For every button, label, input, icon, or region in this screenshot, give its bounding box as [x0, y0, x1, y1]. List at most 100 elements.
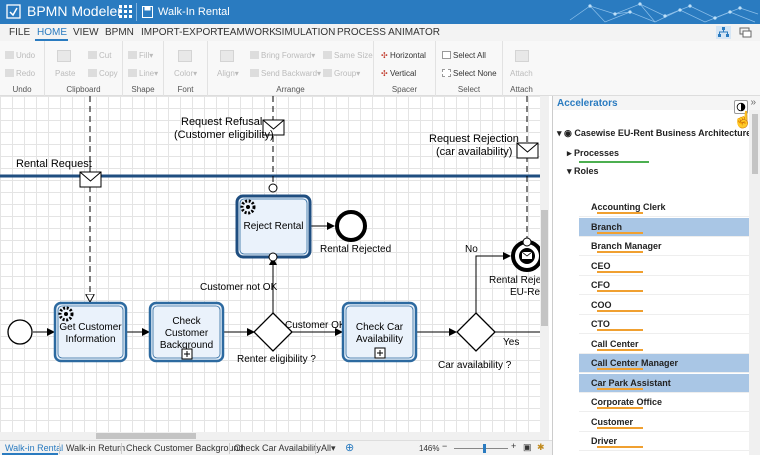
- tree-root[interactable]: ▾ ◉ Casewise EU-Rent Business Architectu…: [557, 128, 749, 138]
- tree-role-item[interactable]: Accounting Clerk: [579, 198, 749, 217]
- accelerators-scrollbar[interactable]: [749, 110, 760, 455]
- attach-button[interactable]: Attach: [510, 69, 533, 78]
- document-icon: [142, 6, 153, 18]
- tab-import-export[interactable]: IMPORT-EXPORT: [141, 27, 224, 38]
- tab-process-animator[interactable]: PROCESS ANIMATOR: [337, 27, 440, 38]
- tree-role-item[interactable]: Financial Director: [579, 452, 749, 455]
- tab-walk-in-rental[interactable]: Walk-in Rental: [5, 443, 64, 453]
- selection-handle[interactable]: [522, 237, 532, 247]
- expand-subprocess-icon[interactable]: [374, 347, 386, 359]
- gateway-renter-eligibility[interactable]: [253, 312, 293, 352]
- tab-home[interactable]: HOME: [37, 27, 67, 38]
- line-button[interactable]: Line▾: [128, 69, 158, 78]
- bpmn-diagram: Rental Request Request Refusal (Customer…: [0, 96, 540, 371]
- zoom-in-icon[interactable]: +: [511, 441, 517, 451]
- selection-handle[interactable]: [268, 183, 278, 193]
- start-event[interactable]: [7, 319, 33, 345]
- hierarchy-icon[interactable]: [716, 26, 731, 39]
- redo-button[interactable]: Redo: [5, 69, 35, 78]
- tree-role-item[interactable]: Customer: [579, 413, 749, 432]
- role-label: Corporate Office: [591, 397, 663, 407]
- tree-role-item[interactable]: Corporate Office: [579, 393, 749, 412]
- attach-icon: [515, 50, 529, 62]
- tree-role-item[interactable]: Car Park Assistant: [579, 373, 749, 393]
- label-renter-eligibility: Renter eligibility ?: [237, 354, 316, 365]
- tab-check-car-availability[interactable]: Check Car Availability: [234, 443, 321, 453]
- scroll-thumb[interactable]: [541, 210, 548, 326]
- tree-role-item[interactable]: Call Center: [579, 335, 749, 354]
- group-button[interactable]: Group▾: [323, 69, 360, 78]
- tree-role-item[interactable]: Branch Manager: [579, 237, 749, 256]
- copy-button[interactable]: Copy: [88, 69, 118, 78]
- contrast-icon[interactable]: [734, 100, 748, 114]
- align-button[interactable]: Align▾: [217, 69, 239, 78]
- paste-button[interactable]: Paste: [55, 69, 76, 78]
- task-label: Check Car: [356, 322, 404, 333]
- zoom-out-icon[interactable]: −: [442, 441, 448, 451]
- select-all-button[interactable]: Select All: [442, 51, 486, 60]
- select-none-button[interactable]: Select None: [442, 69, 497, 78]
- tab-all-dropdown[interactable]: All▾: [321, 443, 336, 453]
- title-separator: [136, 3, 137, 21]
- collapse-panel-icon[interactable]: »: [750, 97, 756, 108]
- tree-role-item[interactable]: Driver: [579, 432, 749, 451]
- gateway-car-availability[interactable]: [456, 312, 496, 352]
- spacer-group: ✣ Horizontal ✣ Vertical Spacer: [374, 41, 436, 96]
- bring-forward-button[interactable]: Bring Forward▾: [250, 51, 315, 60]
- font-color-icon: [178, 50, 192, 62]
- role-label: CTO: [591, 319, 610, 329]
- add-diagram-icon[interactable]: ⊕: [345, 442, 355, 454]
- role-indicator-bar: [597, 348, 643, 351]
- tree-role-item[interactable]: Branch: [579, 217, 749, 237]
- horizontal-spacer-icon: ✣: [381, 51, 388, 60]
- expand-subprocess-icon[interactable]: [181, 348, 193, 360]
- tree-role-item[interactable]: COO: [579, 296, 749, 315]
- tab-bpmn[interactable]: BPMN: [105, 27, 134, 38]
- tree-role-item[interactable]: CFO: [579, 276, 749, 295]
- zoom-slider-handle[interactable]: [483, 444, 486, 453]
- diagram-tabs-bar: Walk-in Rental Walk-in Return Check Cust…: [0, 440, 552, 455]
- label-request-rejection: Request Rejection: [429, 133, 519, 145]
- zoom-slider[interactable]: [454, 448, 508, 449]
- scroll-thumb[interactable]: [96, 433, 196, 439]
- selection-handle[interactable]: [268, 252, 278, 262]
- send-backward-button[interactable]: Send Backward▾: [250, 69, 321, 78]
- cut-icon: [88, 51, 97, 59]
- role-label: Call Center: [591, 338, 639, 349]
- fit-page-icon[interactable]: ▣: [523, 442, 532, 452]
- diagram-canvas[interactable]: Rental Request Request Refusal (Customer…: [0, 96, 540, 440]
- tab-simulation[interactable]: SIMULATION: [275, 27, 336, 38]
- tab-teamwork[interactable]: TEAMWORK: [217, 27, 276, 38]
- vertical-spacer-button[interactable]: ✣ Vertical: [381, 69, 417, 78]
- cut-button[interactable]: Cut: [88, 51, 111, 60]
- tab-check-customer-background[interactable]: Check Customer Background: [126, 443, 244, 453]
- tree-role-item[interactable]: CEO: [579, 257, 749, 276]
- active-tab-indicator: [35, 39, 68, 41]
- canvas-horizontal-scrollbar[interactable]: [0, 432, 540, 440]
- undo-button[interactable]: Undo: [5, 51, 35, 60]
- same-size-button[interactable]: Same Size: [323, 51, 373, 60]
- subprocess-check-car-availability[interactable]: Check Car Availability: [341, 301, 418, 363]
- scroll-thumb[interactable]: [752, 114, 758, 174]
- comments-icon[interactable]: [738, 26, 753, 39]
- tree-role-item[interactable]: CTO: [579, 315, 749, 334]
- color-button[interactable]: Color▾: [174, 69, 198, 78]
- task-get-customer-information[interactable]: Get Customer Information: [53, 301, 128, 363]
- envelope-icon: [262, 119, 285, 136]
- fill-button[interactable]: Fill▾: [128, 51, 153, 60]
- apps-grid-icon[interactable]: [118, 4, 133, 19]
- tree-role-item[interactable]: Call Center Manager: [579, 354, 749, 373]
- canvas-vertical-scrollbar[interactable]: [540, 96, 549, 440]
- tree-node-roles[interactable]: ▾ Roles: [567, 166, 599, 176]
- end-event-rental-rejected[interactable]: [335, 210, 367, 242]
- subprocess-check-customer-background[interactable]: Check Customer Background: [148, 301, 225, 363]
- role-label: Accounting Clerk: [591, 202, 666, 212]
- tab-file[interactable]: FILE: [9, 27, 31, 38]
- horizontal-spacer-button[interactable]: ✣ Horizontal: [381, 51, 426, 60]
- settings-icon[interactable]: ✱: [537, 442, 545, 452]
- task-reject-rental[interactable]: Reject Rental: [235, 194, 312, 259]
- role-indicator-bar: [597, 270, 643, 273]
- tab-view[interactable]: VIEW: [73, 27, 99, 38]
- tab-walk-in-return[interactable]: Walk-in Return: [66, 443, 126, 453]
- tree-node-processes[interactable]: ▸ Processes: [567, 148, 649, 163]
